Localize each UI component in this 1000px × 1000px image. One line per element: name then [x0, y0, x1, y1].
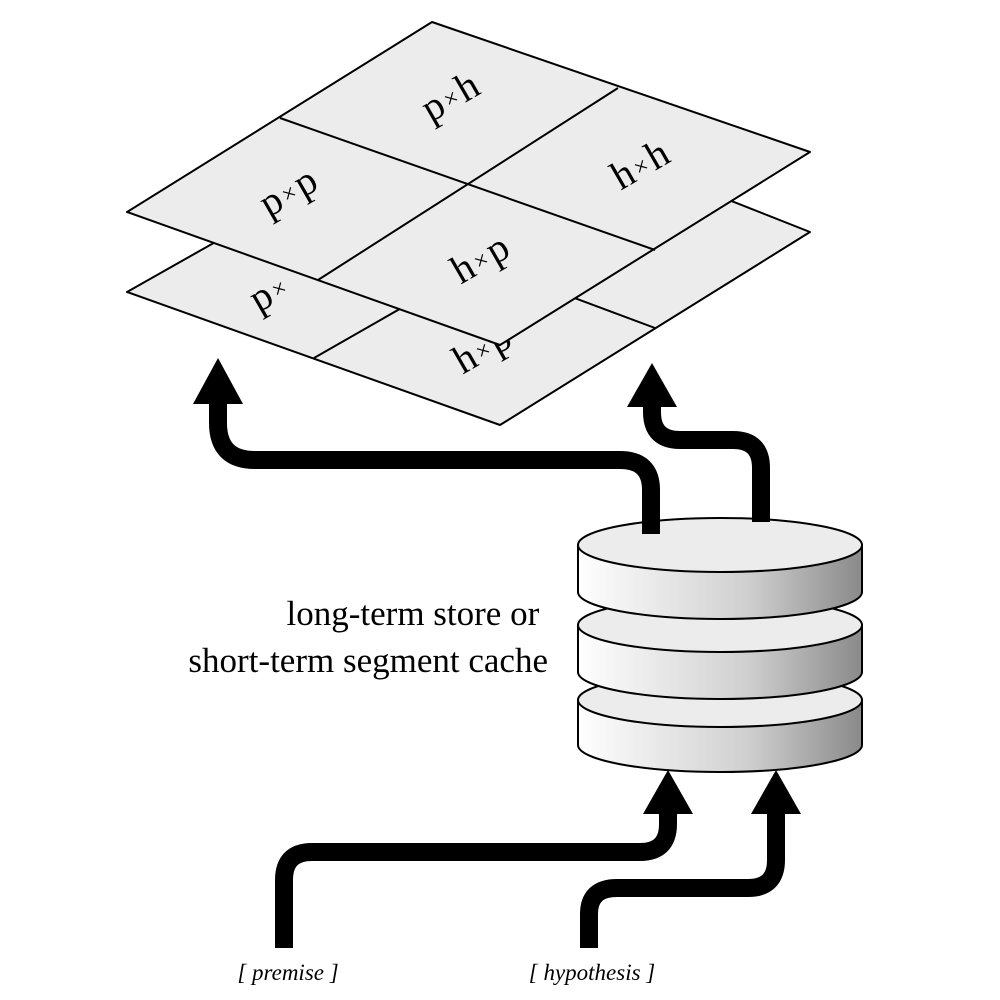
flow-hypothesis-to-store	[580, 812, 785, 948]
cylinder-disk-top	[577, 517, 863, 620]
store-label-line-2: short-term segment cache	[188, 641, 548, 680]
matrix-layer-front	[126, 21, 811, 346]
arrowhead-right-matrix	[627, 363, 677, 407]
arrowhead-premise	[643, 770, 693, 814]
store-label-line-1: long-term store or	[287, 594, 540, 633]
store-label: long-term store or short-term segment ca…	[188, 594, 548, 680]
flow-stubs-on-cylinder	[642, 500, 770, 534]
hypothesis-label: [ hypothesis ]	[529, 960, 656, 985]
premise-label: [ premise ]	[237, 960, 338, 985]
input-flows	[275, 770, 801, 948]
flow-store-to-right-matrix	[643, 403, 770, 522]
arrowhead-left-matrix	[193, 358, 243, 404]
flow-store-to-left-matrix	[209, 402, 660, 510]
arrowhead-hypothesis	[751, 770, 801, 814]
output-flows	[193, 358, 770, 522]
matrix-front-divider-2	[317, 87, 619, 281]
storage-cylinder	[577, 517, 863, 773]
flow-premise-to-store	[275, 812, 677, 948]
